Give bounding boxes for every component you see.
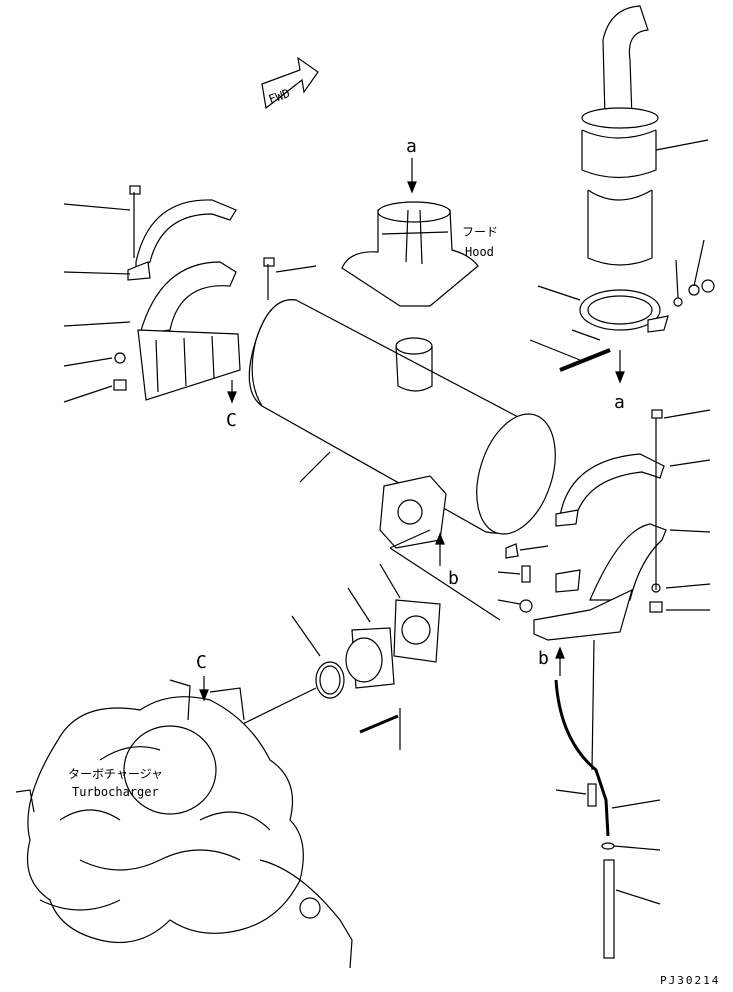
hood-adaptor	[341, 201, 479, 307]
label-a-top: a	[406, 136, 417, 157]
turbo-en-label: Turbocharger	[72, 785, 159, 799]
exhaust-stack	[581, 5, 709, 266]
stack-clamp	[529, 239, 715, 372]
label-b-right: b	[538, 648, 549, 669]
muffler	[248, 299, 556, 549]
label-c-left: C	[226, 410, 237, 431]
drawing-code: PJ30214	[660, 974, 720, 987]
label-a-bottom: a	[614, 392, 625, 413]
label-b-left: b	[448, 568, 459, 589]
drain-tube	[554, 639, 661, 959]
fwd-label: FWD	[267, 86, 292, 107]
hood-en-label: Hood	[465, 245, 494, 259]
turbo-jp-label: ターボチャージャ	[68, 767, 163, 781]
fwd-arrow: FWD	[261, 56, 319, 110]
left-bracket	[63, 185, 317, 403]
flange-parts	[209, 529, 501, 750]
label-c-bottom: C	[196, 652, 207, 673]
hood-jp-label: フード	[462, 225, 498, 239]
turbocharger	[15, 679, 353, 969]
right-bracket	[497, 409, 711, 641]
